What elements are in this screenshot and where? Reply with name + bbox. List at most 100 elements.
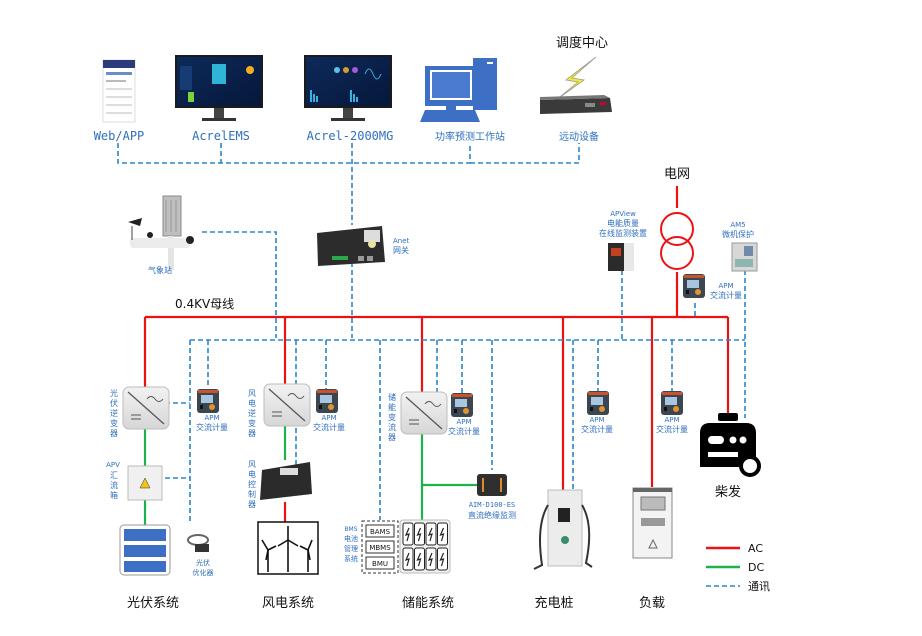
pv-optimizer-label-2: 优化器: [193, 568, 214, 577]
pv-inverter[interactable]: [122, 386, 170, 430]
bms-unit-box: [365, 540, 395, 554]
wind-controller[interactable]: [260, 462, 312, 500]
vertical-label-char: 光: [110, 388, 118, 398]
battery-bolt-icon: [427, 527, 433, 542]
charger-apm-label-2: 交流计量: [581, 424, 613, 434]
lightning-icon: [555, 56, 597, 101]
storage-apm-label-2: 交流计量: [448, 426, 480, 436]
pv-system-title: 光伏系统: [127, 596, 179, 611]
pv-optimizer[interactable]: [187, 534, 209, 552]
vertical-label-char: 变: [388, 412, 396, 422]
apview-device[interactable]: [608, 243, 634, 271]
battery-bolt-icon: [416, 527, 422, 542]
storage-apm-label-1: APM: [456, 418, 471, 426]
gateway-label-1: Anet: [393, 237, 410, 245]
web-app-device[interactable]: [102, 59, 136, 123]
load-apm-meter[interactable]: [661, 391, 683, 415]
forecast-workstation-pc[interactable]: [420, 58, 497, 122]
battery-bolt-icon: [439, 552, 445, 567]
pv-combiner-label: 汇流箱: [110, 471, 118, 500]
grid-apm-meter[interactable]: [683, 274, 705, 298]
grid-apm-label-1: APM: [718, 282, 733, 290]
vertical-label-char: 储: [388, 392, 396, 402]
anet-gateway[interactable]: [317, 226, 385, 266]
gateway-label-2: 网关: [393, 245, 409, 255]
am5-protection-device[interactable]: [731, 242, 758, 272]
battery-bolt-icon: [404, 552, 410, 567]
vertical-label-char: 电: [248, 469, 256, 479]
bms-unit-label: MBMS: [369, 544, 391, 552]
vertical-label-char: 箱: [110, 490, 118, 500]
pv-panel[interactable]: [119, 524, 171, 576]
vertical-label-char: 系统: [344, 554, 358, 563]
vertical-label-char: 器: [248, 429, 256, 438]
load-system-title: 负载: [639, 596, 665, 611]
diesel-generator-icon[interactable]: [700, 413, 761, 477]
bus-label: 0.4KV母线: [175, 297, 234, 311]
weather-station-label: 气象站: [148, 265, 172, 275]
vertical-label-char: 变: [248, 418, 256, 428]
web-app-label: Web/APP: [94, 129, 145, 143]
storage-system-title: 储能系统: [402, 596, 454, 611]
vertical-label-char: 风: [248, 389, 256, 398]
aim-label-1: AIM-D100-ES: [469, 501, 515, 509]
pv-apm-label-2: 交流计量: [196, 422, 228, 432]
ac-bus: [143, 186, 730, 490]
acrel-ems-monitor[interactable]: [175, 55, 263, 121]
telecontrol-device[interactable]: [540, 95, 612, 114]
grid-apm-label-2: 交流计量: [710, 290, 742, 300]
telecontrol-label: 远动设备: [559, 130, 599, 143]
bms-unit-box: [365, 556, 395, 570]
pv-combiner-box[interactable]: [127, 465, 163, 501]
bms-unit-box: [365, 524, 395, 538]
wind-apm-meter[interactable]: [316, 389, 338, 413]
bms-title: BMS: [344, 526, 357, 533]
charging-pile[interactable]: [533, 489, 593, 570]
apview-label-1: APView: [610, 210, 636, 218]
aim-label-2: 直流绝缘监测: [468, 510, 516, 520]
charger-apm-label-1: APM: [589, 416, 604, 424]
vertical-label-char: 流: [388, 422, 396, 432]
dc-lines: [143, 422, 477, 525]
apview-label-3: 在线监测装置: [599, 228, 647, 238]
charger-apm-meter[interactable]: [587, 391, 609, 415]
battery-bolt-icon: [427, 552, 433, 567]
comm-bus: [165, 270, 746, 524]
storage-apm-meter[interactable]: [451, 393, 473, 417]
vertical-label-char: 管理: [344, 544, 358, 553]
transformer-icon: [660, 212, 694, 270]
vertical-label-char: 器: [248, 500, 256, 509]
load-cabinet[interactable]: [632, 487, 673, 559]
wind-apm-label-1: APM: [321, 414, 336, 422]
grid-label: 电网: [664, 167, 690, 182]
wind-turbine[interactable]: [257, 521, 319, 575]
acrel-2000mg-label: Acrel-2000MG: [307, 129, 394, 143]
pv-apm-meter[interactable]: [197, 389, 219, 413]
pv-combiner-title: APV: [106, 461, 120, 469]
battery-bolt-icon: [439, 527, 445, 542]
wind-inverter[interactable]: [263, 383, 311, 427]
storage-pcs[interactable]: [400, 391, 448, 435]
vertical-label-char: 逆: [248, 408, 256, 418]
pv-optimizer-label-1: 光伏: [196, 558, 210, 567]
wind-system-title: 风电系统: [262, 596, 314, 611]
weather-station[interactable]: [128, 195, 194, 270]
bms-unit-label: BAMS: [370, 528, 391, 536]
aim-insulation-monitor[interactable]: [477, 474, 507, 496]
charger-system-title: 充电桩: [534, 595, 573, 611]
am5-label-2: 微机保护: [722, 229, 754, 239]
vertical-label-char: 变: [110, 418, 118, 428]
vertical-label-char: 汇: [110, 471, 118, 480]
acrel-2000mg-monitor[interactable]: [304, 55, 392, 121]
pv-apm-label-1: APM: [204, 414, 219, 422]
vertical-label-char: 制: [248, 489, 256, 499]
load-apm-label-2: 交流计量: [656, 424, 688, 434]
diesel-system-title: 柴发: [715, 484, 741, 500]
battery-packs[interactable]: [399, 519, 451, 574]
